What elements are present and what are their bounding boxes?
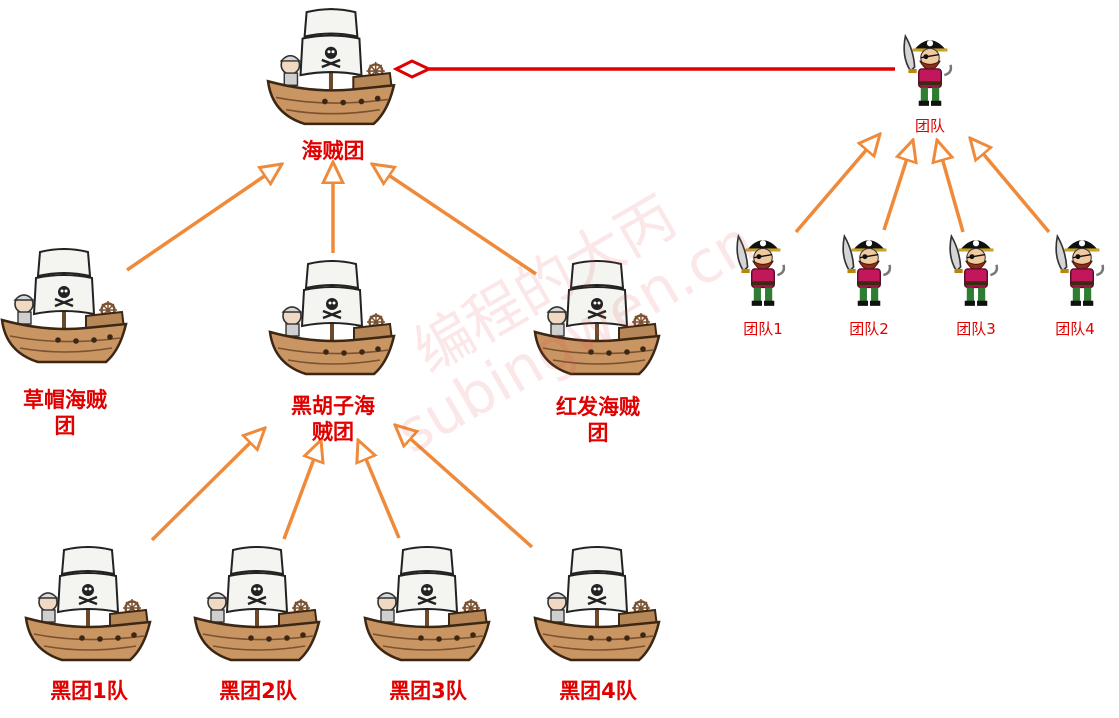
node-label-team-1: 团队1	[743, 320, 783, 338]
node-label-team: 团队	[914, 117, 945, 135]
pirate-captain-icon	[902, 34, 953, 108]
arrow-team-4-to-team	[970, 138, 1051, 234]
arrow-black-team-1-to-blackbeard	[150, 428, 265, 542]
aggregation-diamond-icon	[392, 59, 433, 79]
pirate-captain-icon	[948, 234, 999, 308]
pirate-ship-icon	[268, 258, 396, 376]
pirate-captain-icon	[1054, 234, 1105, 308]
arrow-team-1-to-team	[794, 134, 880, 234]
ship-hierarchy-arrows	[126, 162, 537, 549]
arrow-straw-hat-to-pirate-group	[126, 164, 282, 272]
arrow-team-3-to-team	[937, 140, 965, 233]
arrow-black-team-4-to-blackbeard	[395, 425, 534, 549]
pirate-captain-icon	[841, 234, 892, 308]
node-label-black-team-4: 黑团4队	[559, 679, 637, 703]
pirate-ship-icon	[533, 544, 661, 662]
arrow-team-2-to-team	[882, 140, 913, 231]
pirate-ship-icon	[363, 544, 491, 662]
pirate-ship-icon	[193, 544, 321, 662]
node-label-red-hair: 红发海贼 团	[556, 395, 640, 446]
node-label-black-team-3: 黑团3队	[389, 679, 467, 703]
pirate-ship-icon	[24, 544, 152, 662]
node-label-team-3: 团队3	[956, 320, 996, 338]
arrow-black-team-3-to-blackbeard	[358, 440, 401, 539]
node-label-team-4: 团队4	[1055, 320, 1095, 338]
arrow-black-team-2-to-blackbeard	[282, 440, 321, 540]
node-label-blackbeard: 黑胡子海 贼团	[291, 394, 375, 445]
team-hierarchy-arrows	[794, 134, 1051, 234]
node-label-pirate-group: 海贼团	[301, 139, 365, 163]
node-label-black-team-2: 黑团2队	[219, 679, 297, 703]
node-label-team-2: 团队2	[849, 320, 889, 338]
arrow-red-hair-to-pirate-group	[372, 164, 537, 276]
pirate-captain-icon	[735, 234, 786, 308]
pirate-ship-icon	[533, 258, 661, 376]
node-label-straw-hat: 草帽海贼 团	[23, 388, 107, 439]
node-label-black-team-1: 黑团1队	[50, 679, 128, 703]
pirate-ship-icon	[0, 246, 128, 364]
pirate-ship-icon	[266, 6, 396, 126]
aggregation-connector	[392, 59, 895, 79]
